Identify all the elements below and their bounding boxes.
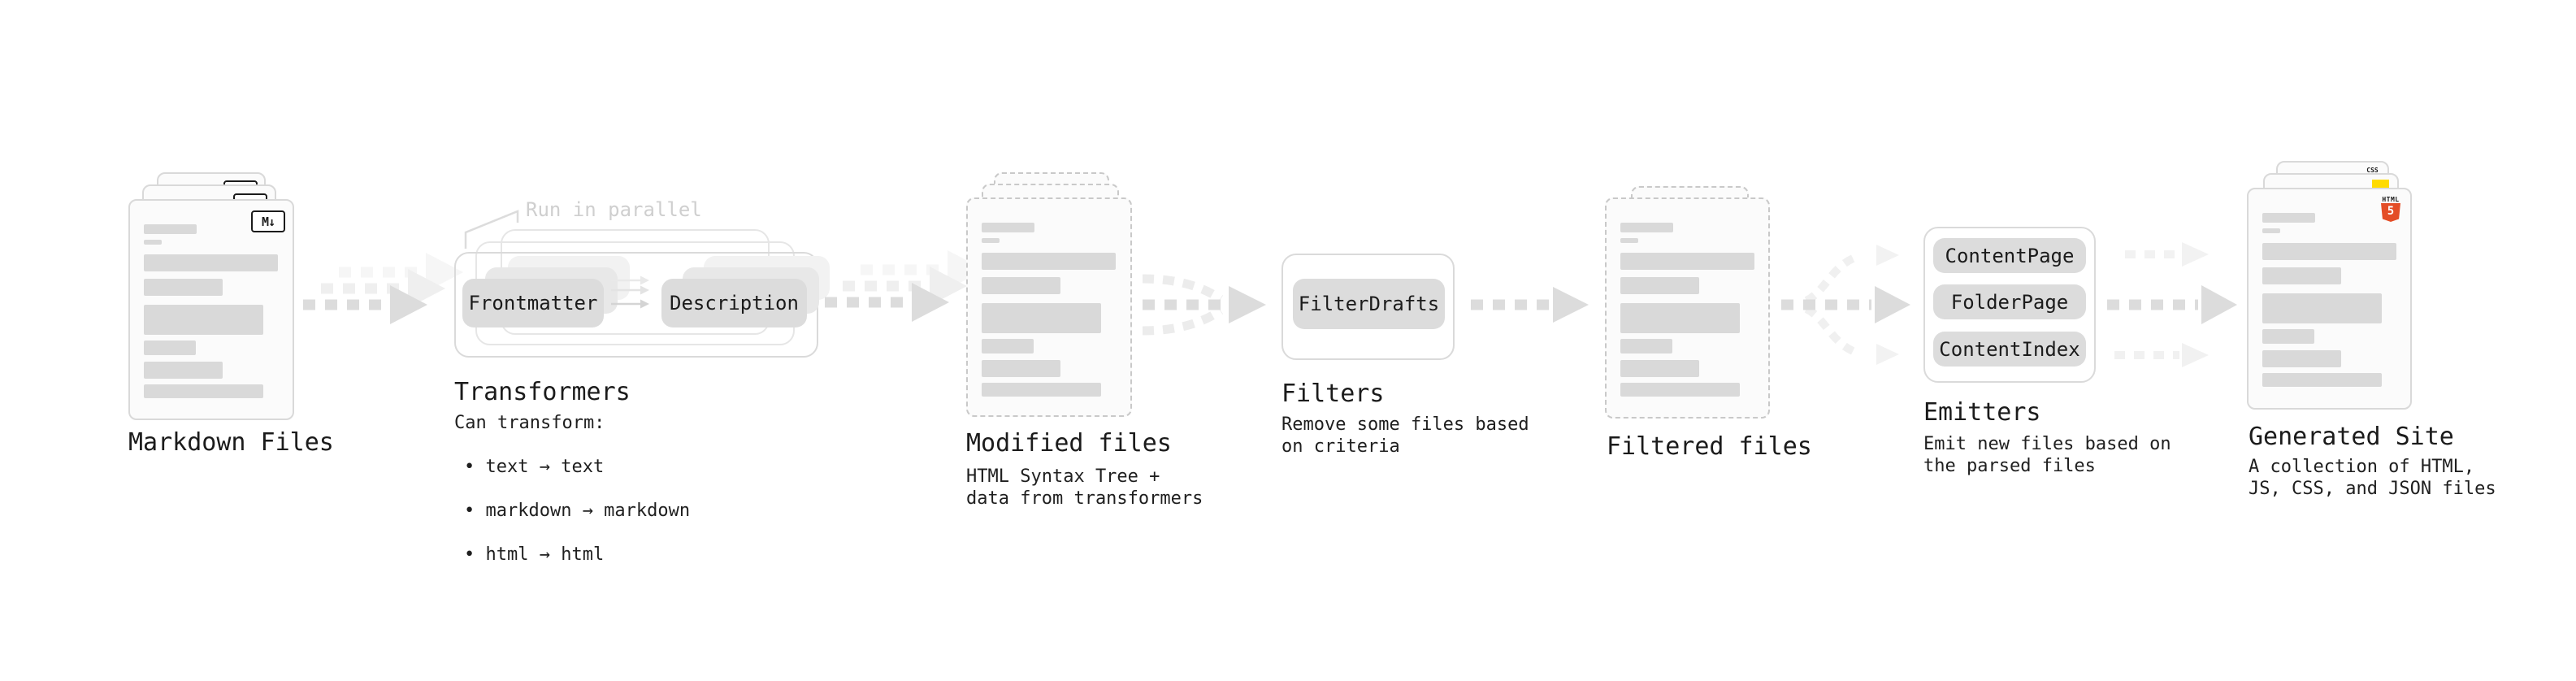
contentpage-pill: ContentPage (1933, 238, 2086, 273)
generated-site-label: Generated Site (2249, 423, 2454, 451)
filterdrafts-pill: FilterDrafts (1293, 279, 1445, 329)
run-in-parallel-note: Run in parallel (526, 198, 702, 221)
markdown-files-label: Markdown Files (128, 428, 334, 457)
transformers-desc-title: Can transform: (454, 413, 605, 433)
html-file-card-front: HTML 5 (2247, 188, 2412, 410)
transform-item: • markdown → markdown (464, 501, 691, 521)
filtered-files-label: Filtered files (1607, 432, 1812, 461)
transformers-desc-list: • text → text • markdown → markdown • ht… (454, 434, 690, 588)
file-content-placeholder (968, 199, 1130, 397)
markdown-file-card-front: M↓ (128, 199, 294, 420)
merge-arrow-icon (1142, 274, 1266, 336)
generated-site-desc: A collection of HTML, JS, CSS, and JSON … (2249, 457, 2496, 499)
modified-files-desc: HTML Syntax Tree + data from transformer… (966, 466, 1203, 509)
filtered-file-card-front (1605, 197, 1770, 419)
transform-arrows-icon (611, 275, 649, 309)
emitters-desc: Emit new files based on the parsed files (1923, 434, 2171, 476)
emitters-box (1923, 227, 2096, 383)
file-content-placeholder (2249, 189, 2410, 387)
folderpage-pill: FolderPage (1933, 284, 2086, 319)
file-content-placeholder (130, 201, 293, 398)
transform-item: • text → text (464, 457, 605, 477)
filters-box (1281, 254, 1455, 360)
flow-arrow-icon (303, 253, 463, 324)
file-content-placeholder (1607, 199, 1768, 397)
javascript-icon (2372, 180, 2389, 188)
markdown-icon: M↓ (251, 210, 285, 232)
filters-desc: Remove some files based on criteria (1281, 414, 1529, 457)
filters-label: Filters (1281, 380, 1385, 408)
emitters-label: Emitters (1923, 398, 2041, 427)
description-pill: Description (661, 279, 807, 327)
fork-arrow-icon (1781, 245, 1910, 365)
parallel-note-leader-line (464, 210, 519, 249)
frontmatter-pill: Frontmatter (462, 279, 604, 327)
transform-item: • html → html (464, 544, 605, 565)
contentindex-pill: ContentIndex (1933, 332, 2086, 367)
html5-icon: HTML 5 (2381, 196, 2400, 222)
flow-arrow-icon (1471, 287, 1589, 323)
modified-files-label: Modified files (966, 429, 1172, 458)
triple-arrow-icon (2107, 242, 2237, 367)
modified-file-card-front (966, 197, 1132, 417)
transformers-label: Transformers (454, 378, 631, 406)
